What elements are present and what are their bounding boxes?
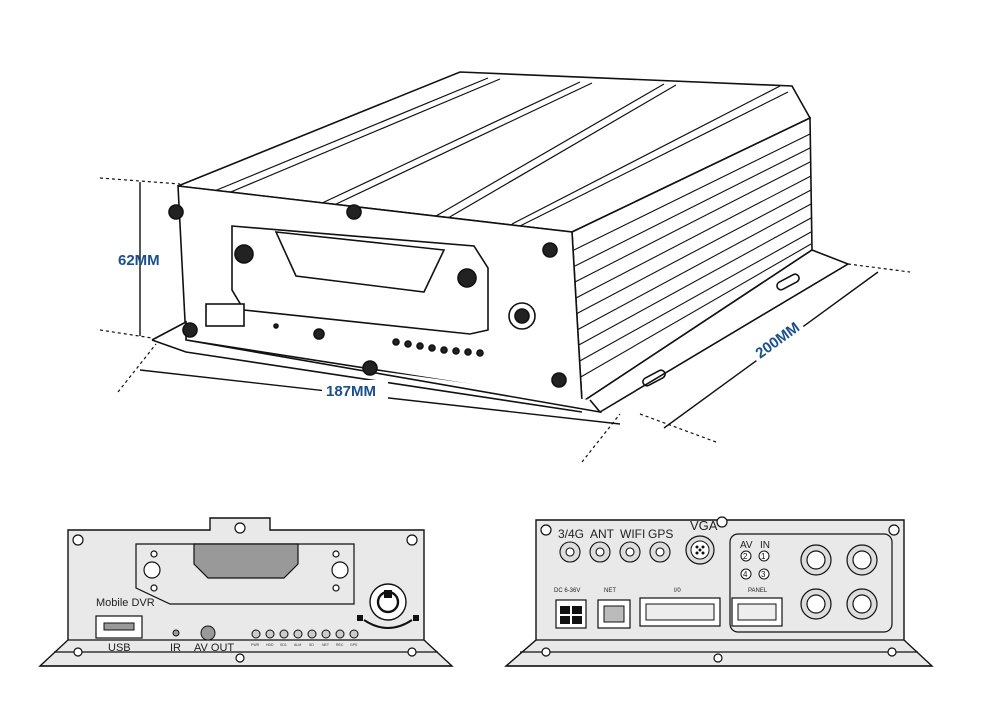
- av-out-port: [200, 625, 216, 641]
- thumbscrew-icon: [143, 561, 161, 579]
- antenna-label-4g: 3/4G: [558, 527, 584, 541]
- screw-icon: [541, 647, 551, 657]
- io-label: I/0: [674, 588, 681, 594]
- svg-text:4: 4: [743, 570, 748, 579]
- panel-label: PANEL: [748, 588, 768, 594]
- isometric-view: [151, 71, 850, 414]
- ir-icon: [172, 629, 180, 637]
- screw-icon: [362, 360, 378, 376]
- svg-text:3: 3: [761, 570, 766, 579]
- width-label: 187MM: [326, 383, 376, 400]
- vga-label: VGA: [690, 518, 718, 533]
- svg-text:1: 1: [761, 552, 766, 561]
- brand-label: Mobile DVR: [96, 597, 155, 609]
- top-fins: [211, 77, 789, 227]
- usb-port: [205, 303, 245, 327]
- rear-panel-view: 3/4G ANT WIFI GPS VGA AV IN 2 1 4 3: [504, 516, 934, 667]
- screw-icon: [713, 653, 723, 663]
- antenna-label-gps: GPS: [648, 527, 673, 541]
- thumbscrew-icon: [331, 561, 349, 579]
- front-slot: [274, 231, 446, 293]
- antenna-label-ant: ANT: [590, 527, 615, 541]
- av-in-ports: [800, 544, 878, 620]
- dc-label: DC 6-36V: [554, 588, 580, 594]
- side-fins: [573, 133, 812, 379]
- svg-text:REC: REC: [336, 643, 344, 647]
- height-label: 62MM: [118, 252, 160, 269]
- ir-label: IR: [170, 642, 181, 654]
- front-slot: [193, 543, 299, 579]
- front-flange: [151, 320, 603, 414]
- flange-slot: [776, 273, 800, 291]
- svg-text:PWR: PWR: [251, 643, 260, 647]
- screw-icon: [150, 584, 158, 592]
- screw-icon: [542, 242, 558, 258]
- screw-icon: [234, 244, 254, 264]
- front-leds: [392, 338, 484, 357]
- svg-text:NET: NET: [322, 643, 330, 647]
- screw-icon: [540, 524, 552, 536]
- svg-text:2: 2: [743, 552, 748, 561]
- screw-icon: [407, 647, 417, 657]
- usb-label: USB: [108, 642, 131, 654]
- rear-panel-flange: [506, 639, 932, 667]
- in-label: IN: [760, 540, 770, 551]
- screw-icon: [346, 204, 362, 220]
- av-in-group: [729, 533, 893, 633]
- screw-icon: [234, 522, 246, 534]
- screw-icon: [150, 550, 158, 558]
- led-icon: [313, 328, 325, 340]
- screw-icon: [73, 647, 83, 657]
- front-panel-screws: [72, 522, 418, 663]
- screw-icon: [716, 516, 728, 528]
- front-panel-view: Mobile DVR USB IR AV OUT PWR HDD SD1 ALM…: [38, 517, 454, 667]
- unlock-icon: [413, 615, 419, 621]
- screw-icon: [457, 268, 477, 288]
- front-inner-panel: [231, 225, 489, 335]
- av-label: AV: [740, 540, 753, 551]
- svg-text:SD1: SD1: [280, 643, 287, 647]
- ir-icon: [273, 323, 279, 329]
- antenna-label-wifi: WIFI: [620, 527, 645, 541]
- net-label: NET: [604, 588, 616, 594]
- lock-icon: [357, 615, 363, 621]
- front-panel-flange: [40, 639, 452, 667]
- screw-icon: [182, 322, 198, 338]
- av-out-label: AV OUT: [194, 642, 234, 654]
- svg-text:GPS: GPS: [350, 643, 358, 647]
- screw-icon: [168, 204, 184, 220]
- dimension-lines: [99, 177, 911, 463]
- led-row: [251, 629, 359, 639]
- flange-slot: [642, 369, 666, 387]
- lock-arc: [363, 619, 413, 629]
- key-lock-inner-icon: [514, 308, 530, 324]
- antenna-ports: [559, 541, 671, 563]
- screw-icon: [235, 653, 245, 663]
- screw-icon: [888, 524, 900, 536]
- screw-icon: [332, 550, 340, 558]
- screw-icon: [72, 534, 84, 546]
- hdd-screws: [143, 550, 349, 592]
- screw-icon: [887, 647, 897, 657]
- screw-icon: [332, 584, 340, 592]
- front-flange-lip: [151, 339, 583, 413]
- key-slot: [384, 590, 392, 598]
- screw-icon: [406, 534, 418, 546]
- svg-text:ALM: ALM: [294, 643, 301, 647]
- svg-text:SD: SD: [309, 643, 314, 647]
- av-channel-markers: [740, 550, 770, 580]
- led-labels: PWR HDD SD1 ALM SD NET REC GPS: [251, 643, 358, 647]
- usb-port-inner: [103, 622, 135, 631]
- rear-panel-screws: [540, 516, 900, 663]
- svg-text:HDD: HDD: [266, 643, 274, 647]
- front-screws: [168, 204, 567, 388]
- screw-icon: [551, 372, 567, 388]
